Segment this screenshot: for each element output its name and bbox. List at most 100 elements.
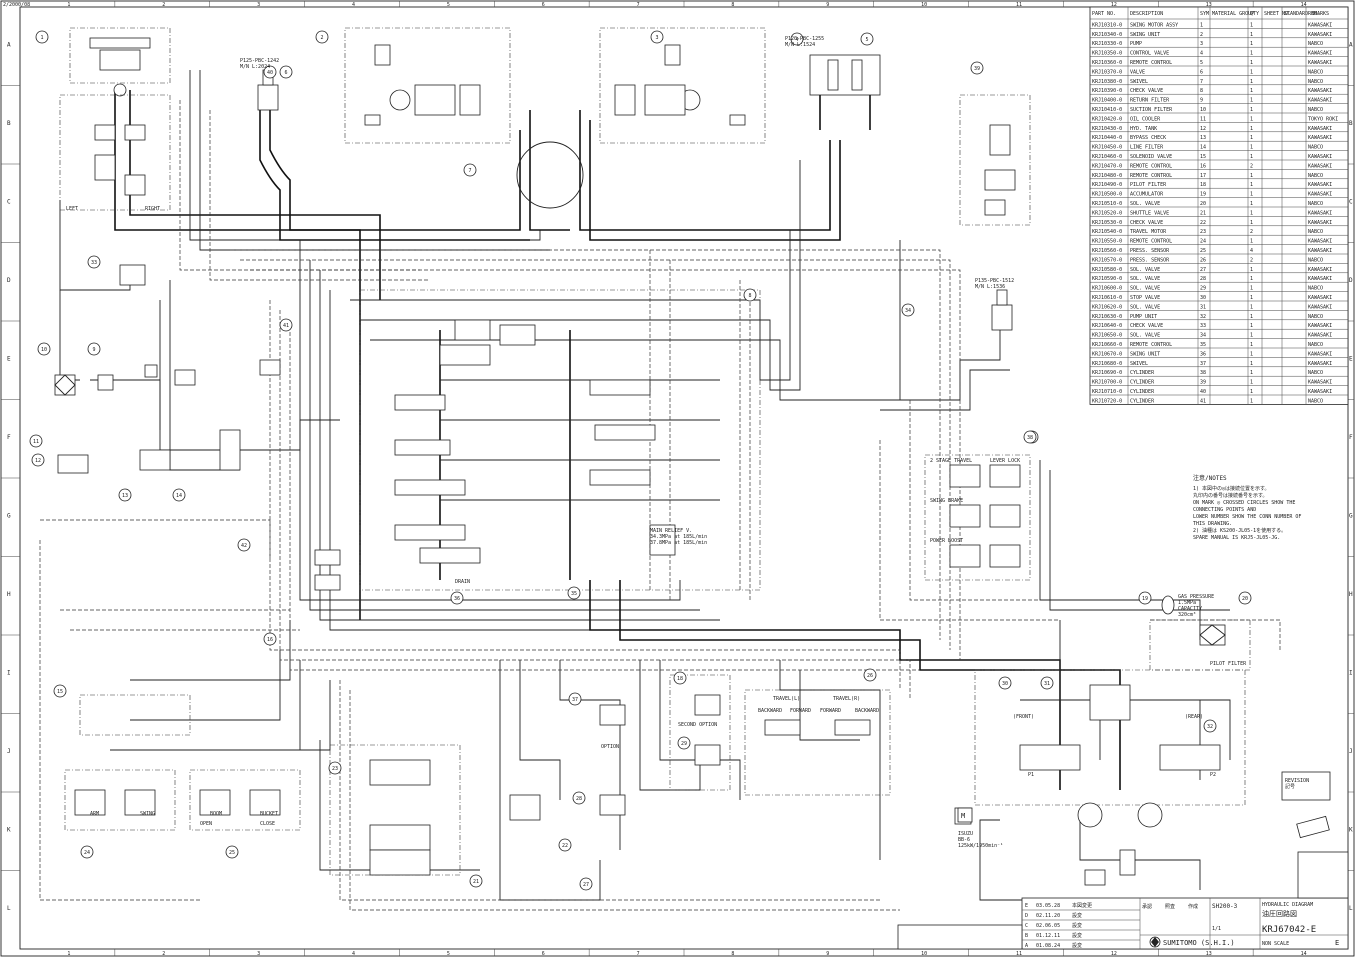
svg-text:7: 7 <box>468 168 471 174</box>
parts-table-cell: 1 <box>1250 342 1253 348</box>
callout-18: 18 <box>673 671 687 685</box>
parts-table-cell: PRESS. SENSOR <box>1130 257 1170 263</box>
parts-table-cell: 30 <box>1200 295 1206 301</box>
svg-text:28: 28 <box>576 796 582 802</box>
parts-table-cell: ACCUMULATOR <box>1130 192 1164 198</box>
parts-table-cell: KAWASAKI <box>1308 267 1332 273</box>
notes-line: 丸印内の番号は接続番号を示す。 <box>1193 492 1268 499</box>
parts-table-cell: KRJ10690-0 <box>1092 370 1122 376</box>
backward-label-1: BACKWARD <box>758 708 782 714</box>
parts-table-cell: 1 <box>1250 32 1253 38</box>
notes-line: LOWER NUMBER SHOW THE CONN NUMBER OF <box>1193 514 1301 520</box>
column-marker-bottom: 14 <box>1301 951 1307 957</box>
callout-28: 28 <box>572 791 586 805</box>
parts-table-cell: LINE FILTER <box>1130 145 1164 151</box>
callout-8: 8 <box>743 288 757 302</box>
parts-table-cell: KAWASAKI <box>1308 220 1332 226</box>
parts-table-cell: 1 <box>1250 60 1253 66</box>
column-marker-bottom: 2 <box>162 951 165 957</box>
row-marker-left: C <box>7 198 11 205</box>
row-marker-right: H <box>1349 591 1353 598</box>
arm-cylinder <box>991 289 1013 331</box>
parts-table-cell: KRJ10350-0 <box>1092 51 1122 57</box>
callout-14: 14 <box>172 488 186 502</box>
callout-37: 37 <box>568 692 582 706</box>
row-marker-left: J <box>7 748 11 755</box>
parts-table-cell: KRJ10410-0 <box>1092 107 1122 113</box>
parts-table-cell: REMOTE CONTROL <box>1130 342 1172 348</box>
boom-label: BOOM <box>210 811 222 817</box>
column-marker-bottom: 12 <box>1111 951 1117 957</box>
callout-30: 30 <box>998 676 1012 690</box>
parts-table-cell: KRJ10550-0 <box>1092 239 1122 245</box>
parts-table-header: REMARKS <box>1308 11 1329 17</box>
main-pump-right <box>599 27 766 144</box>
parts-table-cell: KRJ10610-0 <box>1092 295 1122 301</box>
svg-text:20: 20 <box>1242 596 1248 602</box>
parts-table-cell: 16 <box>1200 163 1206 169</box>
svg-text:25: 25 <box>229 850 235 856</box>
callout-9: 9 <box>87 342 101 356</box>
parts-table-cell: 35 <box>1200 342 1206 348</box>
svg-text:19: 19 <box>1142 596 1148 602</box>
parts-table-cell: 27 <box>1200 267 1206 273</box>
parts-table-header: DESCRIPTION <box>1130 11 1163 17</box>
svg-text:15: 15 <box>57 689 63 695</box>
svg-text:C: C <box>1025 923 1028 929</box>
column-marker-top: 9 <box>826 2 829 8</box>
row-marker-left: A <box>7 41 11 48</box>
svg-text:24: 24 <box>84 850 90 856</box>
svg-text:B: B <box>1025 933 1028 939</box>
parts-table-cell: NABCO <box>1308 79 1323 85</box>
svg-text:38: 38 <box>1027 435 1033 441</box>
callout-11: 11 <box>29 434 43 448</box>
parts-table-cell: KRJ10490-0 <box>1092 182 1122 188</box>
parts-table-cell: 1 <box>1250 333 1253 339</box>
parts-table-cell: 18 <box>1200 182 1206 188</box>
callout-31: 31 <box>1040 676 1054 690</box>
parts-table-cell: SOL. VALVE <box>1130 286 1160 292</box>
parts-table-cell: KAWASAKI <box>1308 380 1332 386</box>
parts-table-cell: KRJ10570-0 <box>1092 257 1122 263</box>
svg-text:01.08.24: 01.08.24 <box>1036 943 1060 949</box>
row-marker-left: K <box>7 826 11 833</box>
column-marker-bottom: 6 <box>542 951 545 957</box>
parts-table-cell: KRJ10440-0 <box>1092 135 1122 141</box>
svg-text:5: 5 <box>865 37 868 43</box>
parts-table-cell: NABCO <box>1308 257 1323 263</box>
parts-table-cell: 1 <box>1250 22 1253 28</box>
parts-table-cell: 1 <box>1250 220 1253 226</box>
callout-6: 6 <box>279 65 293 79</box>
callout-22: 22 <box>558 838 572 852</box>
parts-table-cell: CYLINDER <box>1130 389 1155 395</box>
callout-39: 39 <box>970 61 984 75</box>
column-marker-top: 6 <box>542 2 545 8</box>
callout-10: 10 <box>37 342 51 356</box>
parts-table-cell: NABCO <box>1308 145 1323 151</box>
parts-table-cell: HYD. TANK <box>1130 126 1157 132</box>
parts-table-cell: KRJ10540-0 <box>1092 229 1122 235</box>
parts-table-cell: KRJ10670-0 <box>1092 351 1122 357</box>
parts-table-cell: KRJ10460-0 <box>1092 154 1122 160</box>
parts-table-cell: 19 <box>1200 192 1206 198</box>
parts-table-cell: 1 <box>1250 389 1253 395</box>
parts-table-cell: KRJ10560-0 <box>1092 248 1122 254</box>
svg-text:16: 16 <box>267 637 273 643</box>
parts-table-cell: 36 <box>1200 351 1206 357</box>
svg-text:03.05.28: 03.05.28 <box>1036 903 1060 909</box>
svg-text:10: 10 <box>41 347 47 353</box>
svg-text:41: 41 <box>283 323 289 329</box>
parts-table-cell: 1 <box>1250 323 1253 329</box>
parts-table-cell: 5 <box>1200 60 1203 66</box>
open-label: OPEN <box>200 821 212 827</box>
revision-letter: E <box>1335 939 1339 947</box>
